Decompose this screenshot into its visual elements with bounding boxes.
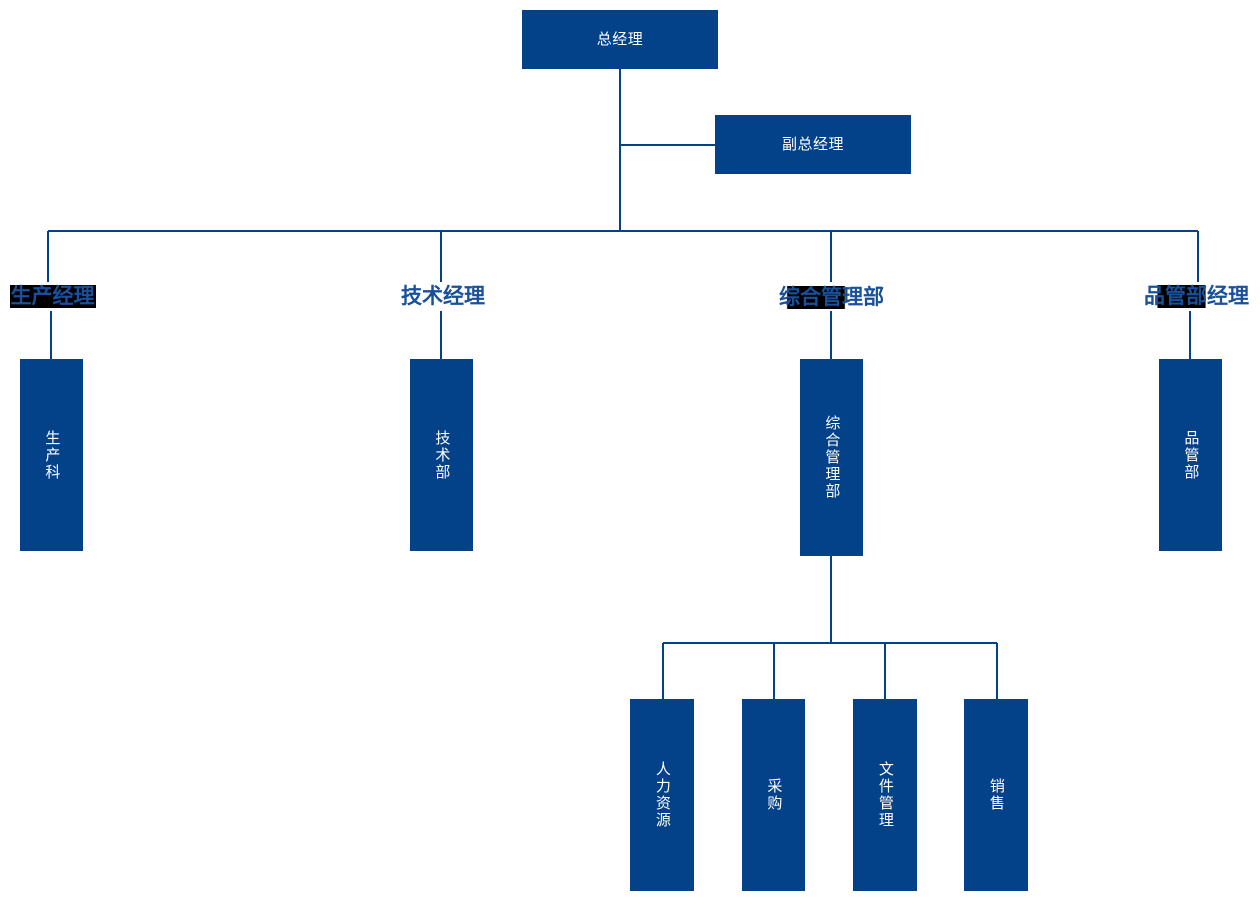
node-deputy-general-manager-label: 副总经理 <box>781 134 844 153</box>
node-deputy-general-manager[interactable]: 副总经理 <box>715 115 911 174</box>
node-quality-dept[interactable]: 品管部 <box>1159 359 1222 551</box>
node-technical-dept[interactable]: 技术部 <box>410 359 473 551</box>
node-technical-dept-label: 技术部 <box>433 429 452 481</box>
node-sales-label: 销售 <box>987 778 1006 812</box>
node-human-resources-label: 人力资源 <box>653 761 672 829</box>
node-purchasing-label: 采购 <box>765 778 784 812</box>
node-general-admin-manager[interactable]: 综合管理部 <box>773 283 890 312</box>
node-production-manager-label: 生产经理 <box>9 284 96 309</box>
node-document-control[interactable]: 文件管理 <box>853 699 917 891</box>
node-quality-manager[interactable]: 品管部经理 <box>1133 282 1260 311</box>
node-general-admin-dept[interactable]: 综合管理部 <box>800 359 863 556</box>
node-technical-manager[interactable]: 技术经理 <box>396 282 490 311</box>
node-general-manager[interactable]: 总经理 <box>522 10 718 69</box>
node-production-dept-label: 生产科 <box>43 429 62 481</box>
node-human-resources[interactable]: 人力资源 <box>630 699 694 891</box>
node-quality-dept-label: 品管部 <box>1182 429 1201 481</box>
node-general-admin-dept-label: 综合管理部 <box>823 415 842 500</box>
node-sales[interactable]: 销售 <box>964 699 1028 891</box>
node-purchasing[interactable]: 采购 <box>742 699 805 891</box>
node-document-control-label: 文件管理 <box>876 761 895 829</box>
node-quality-manager-label: 品管部经理 <box>1143 284 1250 309</box>
node-production-manager[interactable]: 生产经理 <box>0 282 105 311</box>
node-production-dept[interactable]: 生产科 <box>20 359 83 551</box>
node-technical-manager-label: 技术经理 <box>401 284 485 309</box>
node-general-admin-manager-label: 综合管理部 <box>778 285 885 310</box>
node-general-manager-label: 总经理 <box>596 29 644 48</box>
